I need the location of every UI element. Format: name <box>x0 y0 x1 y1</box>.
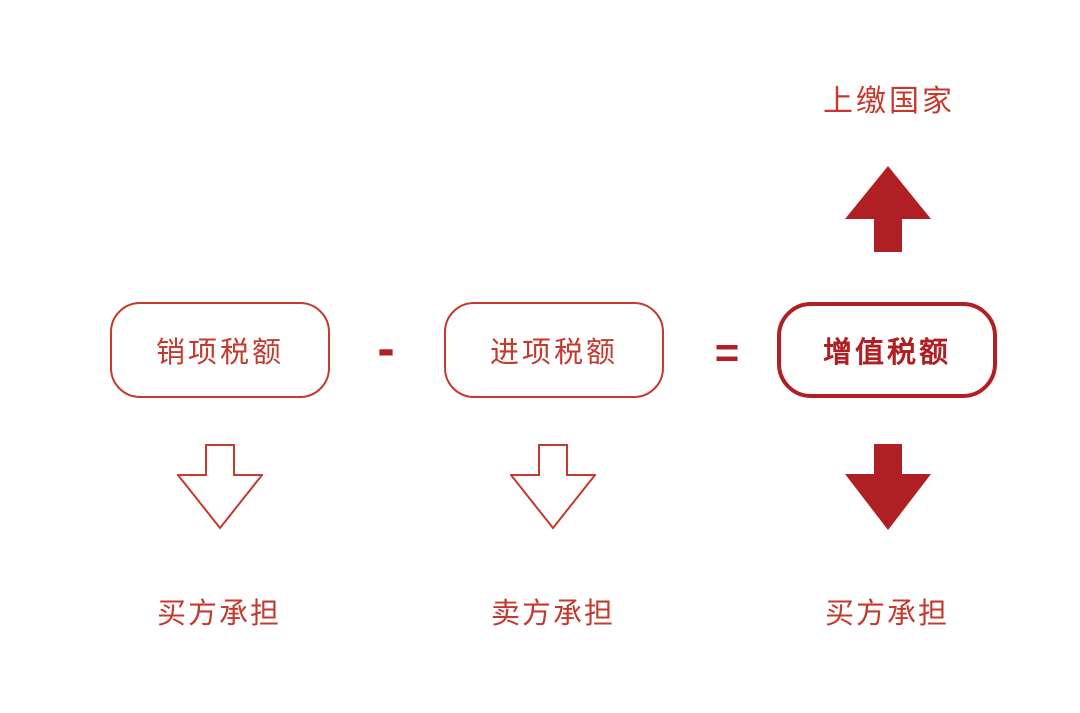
vat-amount-label: 增值税额 <box>822 337 951 369</box>
buyer-bears-label: 买方承担 <box>156 598 282 630</box>
seller-bears-label: 卖方承担 <box>490 598 616 630</box>
paid-to-state-label: 上缴国家 <box>823 85 955 118</box>
output-tax-box: 销项税额 <box>110 302 330 398</box>
equals-operator: = <box>714 329 740 377</box>
buyer-bears-label: 买方承担 <box>824 598 950 630</box>
input-tax-box: 进项税额 <box>444 302 664 398</box>
vat-amount-box: 增值税额 <box>777 302 997 398</box>
minus-operator: - <box>377 319 395 378</box>
output-tax-label: 销项税额 <box>155 337 284 369</box>
down-arrow-outline-icon <box>510 444 596 530</box>
up-arrow-solid-icon <box>845 166 931 252</box>
down-arrow-solid-icon <box>845 444 931 530</box>
down-arrow-outline-icon <box>177 444 263 530</box>
input-tax-label: 进项税额 <box>489 337 618 369</box>
